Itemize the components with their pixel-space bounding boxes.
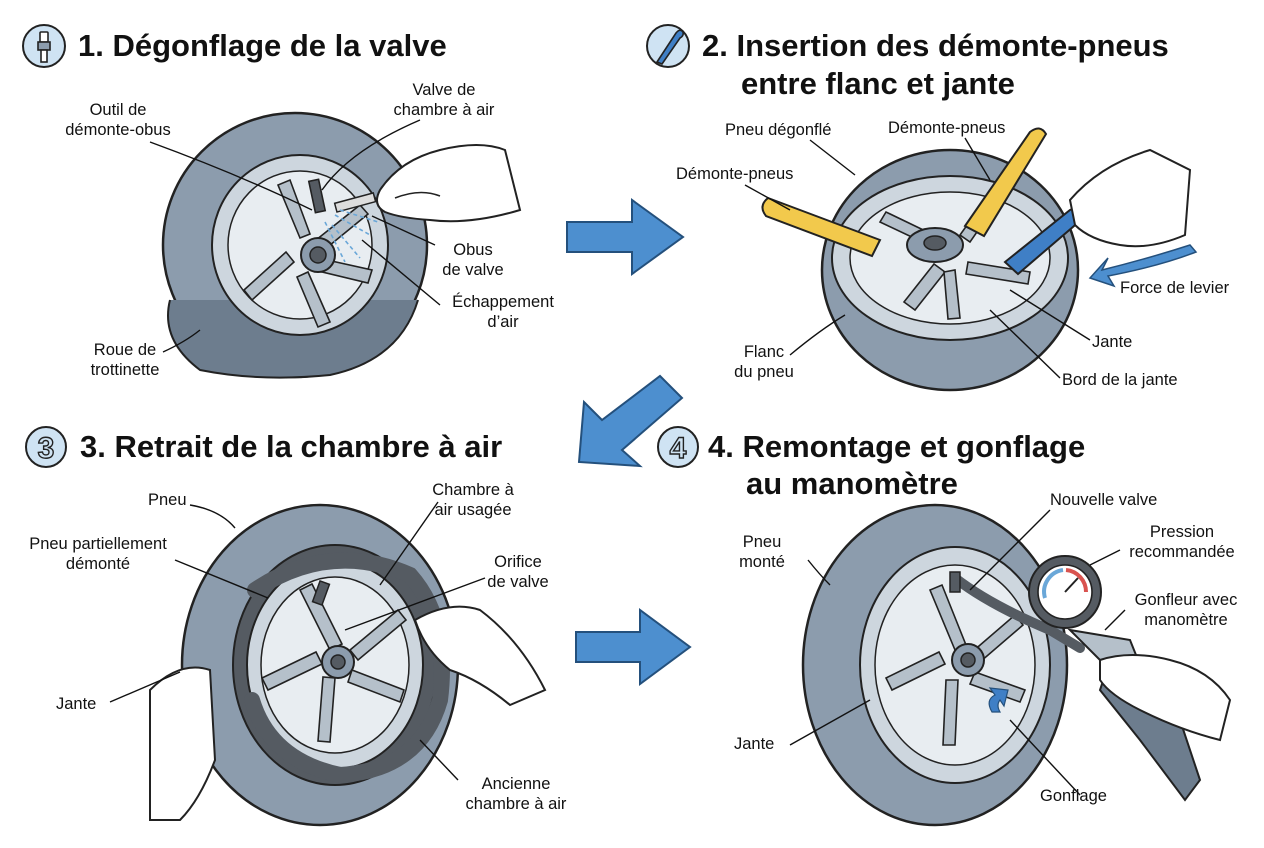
label-air-exhaust: Échappement d’air [452, 293, 554, 331]
leader-lines [109, 119, 1126, 796]
flow-arrow-1-to-2 [566, 198, 685, 276]
label-mounted-tire: Pneu monté [739, 533, 785, 571]
label-valve-hole: Orifice de valve [487, 553, 549, 591]
wheel-panel-3 [149, 503, 547, 827]
step-2-title-line2: entre flanc et jante [741, 66, 1015, 101]
step-3-title: 3. Retrait de la chambre à air [80, 429, 503, 464]
step-4-title-line2: au manomètre [746, 466, 958, 501]
label-core-tool: Outil de démonte-obus [65, 101, 171, 139]
label-new-valve: Nouvelle valve [1050, 491, 1158, 509]
label-rim-4: Jante [734, 735, 775, 753]
label-gauge-inflator: Gonfleur avec manomètre [1134, 591, 1238, 629]
label-deflated-tire: Pneu dégonflé [725, 121, 832, 139]
label-scooter-wheel: Roue de trottinette [90, 341, 160, 379]
label-tire: Pneu [148, 491, 187, 509]
svg-text:4: 4 [670, 432, 687, 465]
label-old-tube: Ancienne chambre à air [465, 775, 567, 813]
svg-text:3: 3 [38, 432, 55, 465]
label-recommended-pressure: Pression recommandée [1129, 523, 1235, 561]
step-4-badge: 4 [657, 426, 699, 468]
step-2-title: 2. Insertion des démonte-pneus [702, 28, 1169, 63]
step-3-badge: 3 [25, 426, 67, 468]
label-rim-edge: Bord de la jante [1062, 371, 1178, 389]
label-valve: Valve de chambre à air [393, 81, 495, 119]
label-sidewall: Flanc du pneu [734, 343, 794, 381]
label-rim: Jante [1092, 333, 1133, 351]
wheel-panel-4 [801, 503, 1232, 827]
wheel-panel-1 [161, 111, 522, 379]
label-inflation: Gonflage [1040, 787, 1107, 805]
label-lever-force: Force de levier [1120, 279, 1230, 297]
step-1-title: 1. Dégonflage de la valve [78, 28, 447, 63]
label-partially-removed: Pneu partiellement démonté [29, 535, 167, 573]
label-used-tube: Chambre à air usagée [432, 481, 514, 519]
label-lever-left: Démonte-pneus [676, 165, 794, 183]
wheel-panel-2 [761, 127, 1198, 392]
flow-arrow-3-to-4 [575, 608, 692, 686]
label-rim-3: Jante [56, 695, 97, 713]
label-lever-right: Démonte-pneus [888, 119, 1006, 137]
label-valve-core: Obus de valve [442, 241, 504, 279]
flow-arrow-2-to-3 [577, 374, 684, 468]
valve-icon [22, 24, 66, 68]
tire-lever-icon [646, 24, 690, 68]
step-4-title: 4. Remontage et gonflage [708, 429, 1086, 464]
